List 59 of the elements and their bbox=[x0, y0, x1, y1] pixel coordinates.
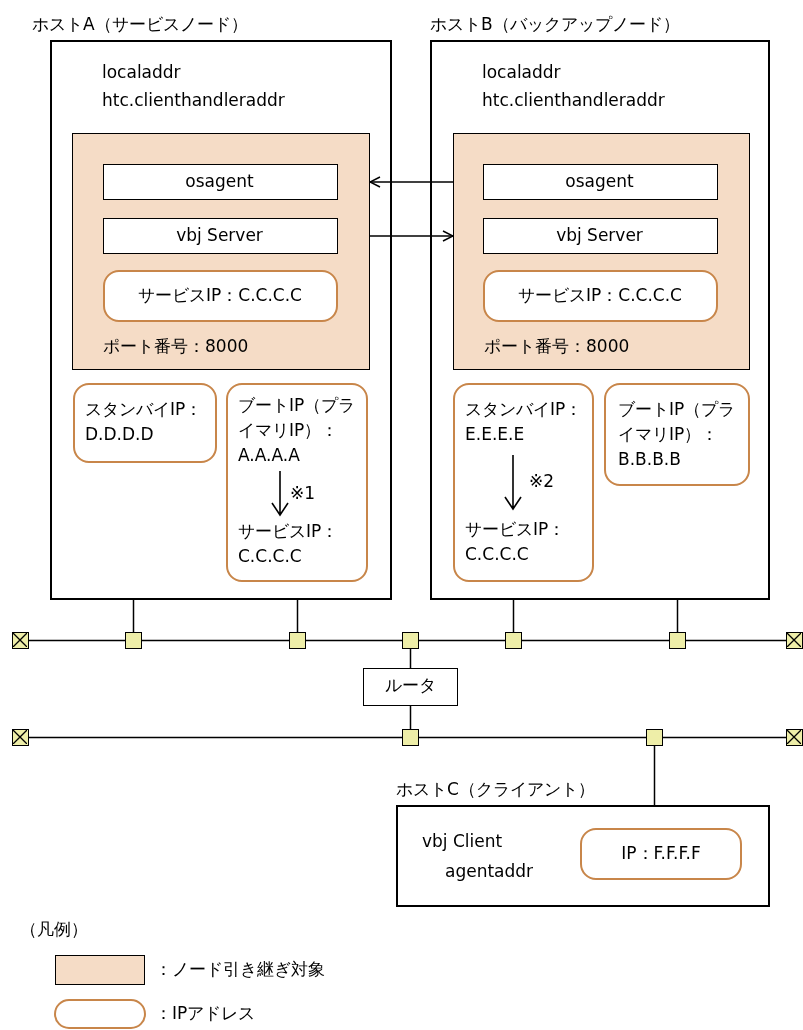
connector-line bbox=[28, 639, 126, 642]
ip-address-box: スタンバイIP：D.D.D.D bbox=[73, 383, 217, 463]
connector-line bbox=[653, 745, 656, 806]
note-mark: ※1 bbox=[290, 482, 317, 505]
ip-address-box: IP：F.F.F.F bbox=[580, 828, 742, 880]
arrow bbox=[369, 176, 454, 188]
param-label: agentaddr bbox=[445, 860, 535, 883]
legend-label: ：ノード引き継ぎ対象 bbox=[155, 958, 325, 981]
terminator-icon bbox=[786, 632, 803, 649]
takeover-area bbox=[72, 133, 370, 370]
ip-address-box: サービスIP：C.C.C.C bbox=[102, 269, 338, 322]
port-label: ポート番号：8000 bbox=[103, 335, 250, 358]
connector-line bbox=[409, 648, 412, 669]
param-label: htc.clienthandleraddr bbox=[482, 89, 666, 112]
param-label: localaddr bbox=[482, 61, 562, 84]
connector-line bbox=[418, 639, 506, 642]
connector-line bbox=[296, 599, 299, 633]
connector-line bbox=[512, 599, 515, 633]
heading: ホストB（バックアップノード） bbox=[430, 13, 681, 36]
terminator-icon bbox=[12, 632, 29, 649]
network-port bbox=[646, 729, 663, 746]
connector-line bbox=[132, 599, 135, 633]
ip-address-box: スタンバイIP：E.E.E.E ※2 サービスIP：C.C.C.C bbox=[453, 383, 594, 582]
network-port bbox=[402, 729, 419, 746]
connector-line bbox=[418, 736, 647, 739]
network-port bbox=[669, 632, 686, 649]
ip-address-box: サービスIP：C.C.C.C bbox=[482, 269, 718, 322]
arrow bbox=[369, 230, 454, 242]
heading: ホストA（サービスノード） bbox=[32, 13, 249, 36]
param-label: localaddr bbox=[102, 61, 182, 84]
network-port bbox=[402, 632, 419, 649]
ip-address-box: ブートIP（プライマリIP）：A.A.A.A ※1 サービスIP：C.C.C.C bbox=[226, 383, 368, 582]
process-box: osagent bbox=[482, 163, 718, 200]
connector-line bbox=[305, 639, 403, 642]
connector-line bbox=[409, 705, 412, 730]
ip-address-box: ブートIP（プライマリIP）：B.B.B.B bbox=[604, 383, 750, 486]
connector-line bbox=[141, 639, 290, 642]
network-port bbox=[289, 632, 306, 649]
heading: ホストC（クライアント） bbox=[396, 778, 596, 801]
process-box: vbj Server bbox=[482, 217, 718, 254]
connector-line bbox=[676, 599, 679, 633]
terminator-icon bbox=[786, 729, 803, 746]
param-label: vbj Client bbox=[422, 830, 504, 853]
connector-line bbox=[685, 639, 787, 642]
terminator-icon bbox=[12, 729, 29, 746]
process-box: osagent bbox=[102, 163, 338, 200]
legend-title: （凡例） bbox=[20, 918, 88, 941]
connector-line bbox=[521, 639, 670, 642]
takeover-area bbox=[453, 133, 750, 370]
router-box: ルータ bbox=[363, 668, 458, 706]
param-label: htc.clienthandleraddr bbox=[102, 89, 286, 112]
legend-label: ：IPアドレス bbox=[155, 1002, 256, 1025]
connector-line bbox=[662, 736, 787, 739]
connector-line bbox=[28, 736, 403, 739]
note-mark: ※2 bbox=[529, 470, 556, 493]
process-box: vbj Server bbox=[102, 217, 338, 254]
port-label: ポート番号：8000 bbox=[484, 335, 631, 358]
network-port bbox=[505, 632, 522, 649]
network-port bbox=[125, 632, 142, 649]
